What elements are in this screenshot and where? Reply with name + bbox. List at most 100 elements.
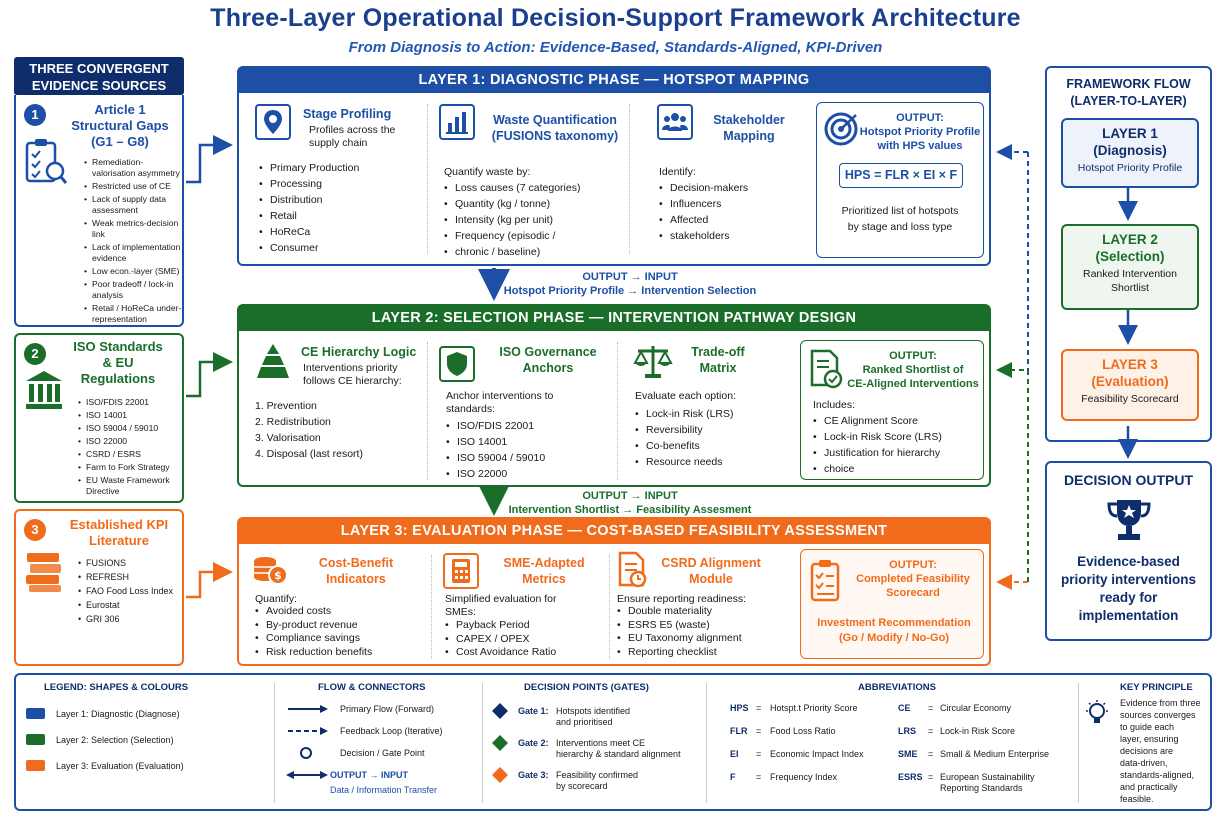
institution-building-icon bbox=[26, 371, 62, 409]
legend-gates-title: DECISION POINTS (GATES) bbox=[524, 682, 649, 693]
hierarchy-pyramid-icon bbox=[257, 344, 289, 378]
stage-list: Primary ProductionProcessingDistribution… bbox=[259, 160, 359, 256]
legend-flow-label: Primary Flow (Forward) bbox=[340, 704, 435, 714]
gate-key: Gate 2: bbox=[518, 738, 549, 748]
source3-to-layer3-arrow bbox=[186, 562, 233, 599]
layer-3-evaluation: LAYER 3: EVALUATION PHASE — COST-BASED F… bbox=[237, 517, 991, 666]
checklist-clipboard-icon bbox=[810, 560, 840, 602]
swatch-layer-1 bbox=[26, 708, 45, 719]
layer-2-output-desc: Includes: bbox=[813, 399, 856, 411]
stakeholder-list: Decision-makersInfluencersAffectedstakeh… bbox=[659, 180, 748, 244]
source-number-badge: 1 bbox=[24, 104, 46, 126]
bar-chart-icon bbox=[439, 104, 475, 140]
legend-divider bbox=[274, 683, 275, 803]
evidence-sources-header: THREE CONVERGENT EVIDENCE SOURCES bbox=[14, 57, 184, 95]
flow-layer-3: LAYER 3(Evaluation) Feasibility Scorecar… bbox=[1061, 349, 1199, 421]
trophy-icon bbox=[1107, 500, 1151, 540]
gate-key: Gate 1: bbox=[518, 706, 549, 716]
waste-quantification-list: Loss causes (7 categories)Quantity (kg /… bbox=[444, 180, 614, 260]
column-divider bbox=[629, 104, 630, 254]
abbr-key: F bbox=[730, 772, 736, 782]
abbr-value: Lock-in Risk Score bbox=[940, 726, 1016, 736]
layer-2-output-list: CE Alignment ScoreLock-in Risk Score (LR… bbox=[813, 413, 981, 477]
abbr-key: FLR bbox=[730, 726, 748, 736]
source2-to-layer2-arrow bbox=[186, 352, 233, 398]
coins-icon: $ bbox=[254, 557, 288, 585]
svg-text:$: $ bbox=[274, 569, 282, 582]
stage-profiling-title: Stage Profiling bbox=[303, 107, 392, 121]
shield-icon bbox=[439, 346, 475, 382]
abbr-value: Circular Economy bbox=[940, 703, 1012, 713]
tradeoff-matrix-desc: Evaluate each option: bbox=[635, 390, 736, 402]
abbr-equals: = bbox=[928, 772, 934, 782]
abbr-equals: = bbox=[756, 726, 762, 736]
abbr-key: LRS bbox=[898, 726, 916, 736]
ce-hierarchy-title: CE Hierarchy Logic bbox=[301, 345, 417, 359]
document-check-icon bbox=[810, 349, 843, 389]
layer-2-header: LAYER 2: SELECTION PHASE — INTERVENTION … bbox=[239, 306, 989, 331]
abbr-equals: = bbox=[756, 772, 762, 782]
legend-transfer-label: OUTPUT → INPUT bbox=[330, 770, 408, 780]
page-subtitle: From Diagnosis to Action: Evidence-Based… bbox=[348, 39, 883, 56]
abbr-equals: = bbox=[756, 703, 762, 713]
waste-quantification-title: Waste Quantification(FUSIONS taxonomy) bbox=[491, 113, 619, 143]
legend-panel: LEGEND: SHAPES & COLOURS Layer 1: Diagno… bbox=[14, 673, 1212, 811]
map-pin-icon bbox=[255, 104, 291, 140]
csrd-alignment-desc: Ensure reporting readiness: bbox=[617, 593, 746, 605]
source-number-badge: 2 bbox=[24, 343, 46, 365]
swatch-layer-3 bbox=[26, 760, 45, 771]
abbr-key: CE bbox=[898, 703, 911, 713]
balance-scale-icon bbox=[633, 346, 673, 378]
legend-shape-label: Layer 2: Selection (Selection) bbox=[56, 735, 174, 745]
gate-diamond-icons bbox=[492, 703, 508, 783]
source1-to-layer1-arrow bbox=[186, 135, 233, 184]
abbr-key: ESRS bbox=[898, 772, 923, 782]
stacked-books-icon bbox=[26, 553, 61, 592]
legend-flow-title: FLOW & CONNECTORS bbox=[318, 682, 426, 693]
people-group-icon bbox=[657, 104, 693, 140]
gate-key: Gate 3: bbox=[518, 770, 549, 780]
legend-divider bbox=[482, 683, 483, 803]
waste-quantification-desc: Quantify waste by: bbox=[444, 166, 531, 178]
feedback-loop-green bbox=[996, 362, 1029, 582]
legend-shape-label: Layer 1: Diagnostic (Diagnose) bbox=[56, 709, 180, 719]
clipboard-magnifier-icon bbox=[25, 139, 68, 184]
legend-transfer-label: Data / Information Transfer bbox=[330, 785, 438, 795]
investment-recommendation: Investment Recommendation(Go / Modify / … bbox=[817, 617, 971, 644]
target-icon bbox=[824, 112, 858, 146]
decision-output-title: DECISION OUTPUT bbox=[1063, 472, 1194, 488]
abbr-key: HPS bbox=[730, 703, 749, 713]
legend-divider bbox=[1078, 683, 1079, 803]
key-principle-title: KEY PRINCIPLE bbox=[1120, 682, 1193, 693]
abbr-value: Food Loss Ratio bbox=[770, 726, 836, 736]
legend-abbreviations-title: ABBREVIATIONS bbox=[858, 682, 936, 693]
stakeholder-mapping-desc: Identify: bbox=[659, 166, 696, 178]
column-divider bbox=[427, 104, 428, 254]
